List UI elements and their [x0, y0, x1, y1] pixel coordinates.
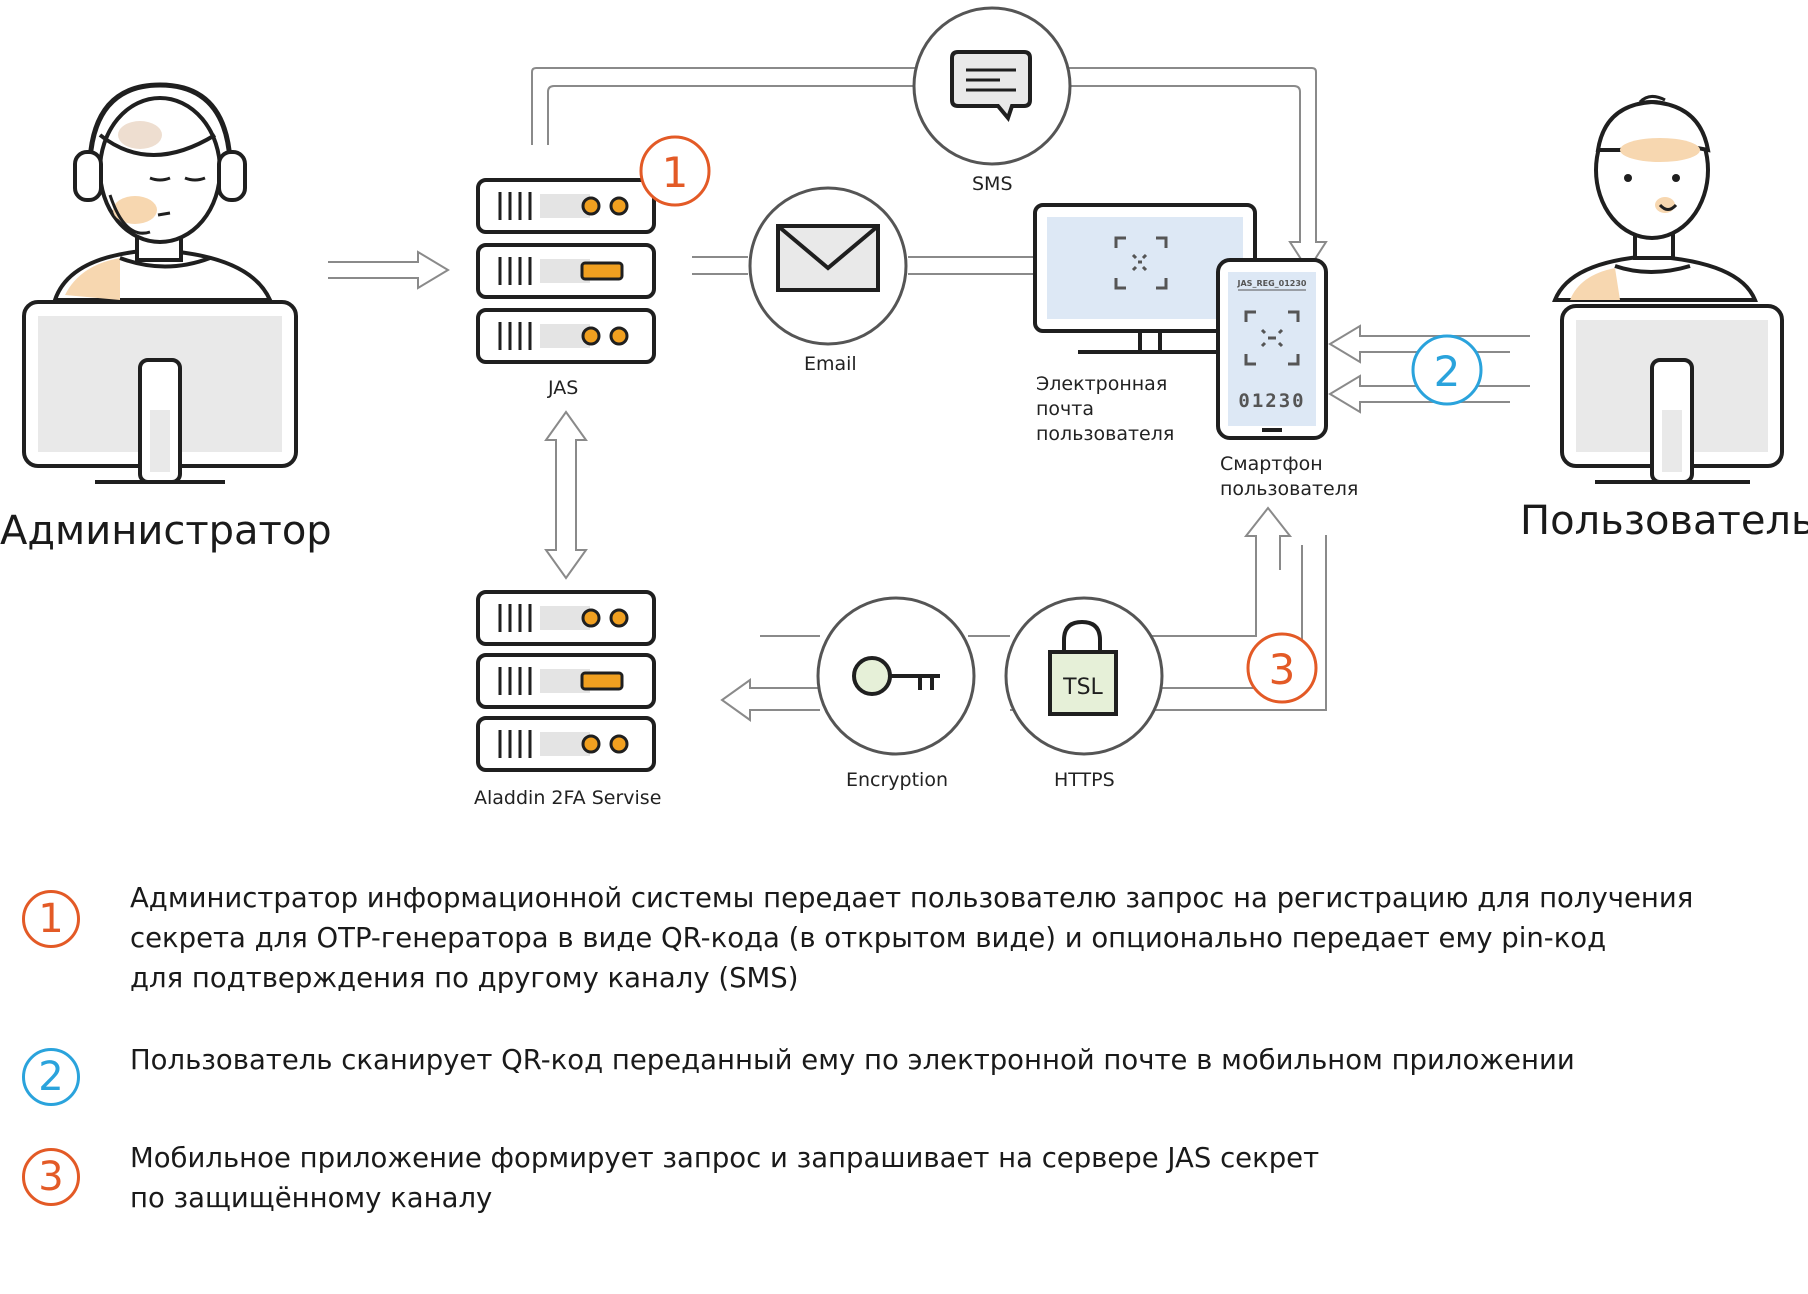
step-1-marker-number: 1	[662, 148, 689, 197]
jas-aladdin-double-arrow	[544, 410, 588, 580]
admin-to-jas-arrow	[328, 250, 450, 290]
user-mail-label-line-3: пользователя	[1036, 423, 1175, 445]
phone-qr-icon	[1244, 310, 1300, 366]
step-3-marker	[1246, 632, 1318, 704]
step-1-marker	[639, 135, 711, 207]
jas-server	[476, 178, 656, 364]
step-2-marker-number: 2	[1434, 347, 1461, 396]
qr-scan-icon	[1114, 236, 1168, 290]
envelope-icon	[776, 224, 880, 292]
legend-step-2-text: Пользователь сканирует QR-код переданный…	[130, 1040, 1790, 1080]
https-node	[1004, 596, 1164, 756]
legend-step-1-line-2: секрета для OTP-генератора в виде QR-код…	[130, 922, 1607, 954]
legend-step-2-line-1: Пользователь сканирует QR-код переданный…	[130, 1044, 1575, 1076]
legend-step-3-number: 3	[22, 1148, 80, 1206]
legend-step-1-line-1: Администратор информационной системы пер…	[130, 882, 1694, 914]
user-mail-label-line-1: Электронная	[1036, 373, 1168, 395]
user-mail-label-line-2: почта	[1036, 398, 1094, 420]
legend-step-1-number: 1	[22, 890, 80, 948]
key-icon	[852, 656, 940, 696]
legend-step-2-number: 2	[22, 1048, 80, 1106]
email-node	[748, 186, 908, 346]
administrator-label: Администратор	[0, 508, 332, 554]
smartphone-label: Смартфон пользователя	[1220, 452, 1358, 502]
user-mail-monitor	[1033, 203, 1257, 354]
tsl-label: TSL	[1062, 675, 1103, 700]
aladdin-2fa-label: Aladdin 2FA Servise	[474, 787, 662, 809]
phone-header-text: JAS_REG_01230	[1237, 279, 1307, 288]
step-2-marker	[1411, 334, 1483, 406]
sms-node	[912, 6, 1072, 166]
registration-flow-diagram: JAS_REG_01230 01230 2 3	[22, 6, 1784, 772]
aladdin-2fa-server	[476, 590, 656, 772]
lock-icon	[1048, 619, 1118, 716]
legend-step-3-line-1: Мобильное приложение формирует запрос и …	[130, 1142, 1320, 1174]
encryption-node	[816, 596, 976, 756]
phone-code-text: 01230	[1238, 390, 1305, 412]
user-smartphone	[1216, 258, 1328, 440]
smartphone-label-line-1: Смартфон	[1220, 453, 1323, 475]
sms-label: SMS	[972, 173, 1013, 195]
step-3-marker-number: 3	[1269, 645, 1296, 694]
smartphone-label-line-2: пользователя	[1220, 478, 1359, 500]
legend-step-3-text: Мобильное приложение формирует запрос и …	[130, 1138, 1790, 1218]
legend-step-1-line-3: для подтверждения по другому каналу (SMS…	[130, 962, 799, 994]
user-scan-arrows	[1328, 324, 1530, 414]
encryption-label: Encryption	[846, 769, 949, 791]
user-figure	[1552, 95, 1784, 484]
jas-label: JAS	[548, 377, 579, 399]
legend-step-1-text: Администратор информационной системы пер…	[130, 878, 1790, 998]
https-label: HTTPS	[1054, 769, 1115, 791]
email-label: Email	[804, 353, 857, 375]
administrator-figure	[22, 82, 298, 484]
legend-step-3-line-2: по защищённому каналу	[130, 1182, 493, 1214]
user-mail-label: Электронная почта пользователя	[1036, 372, 1174, 447]
user-label: Пользователь	[1520, 498, 1808, 544]
